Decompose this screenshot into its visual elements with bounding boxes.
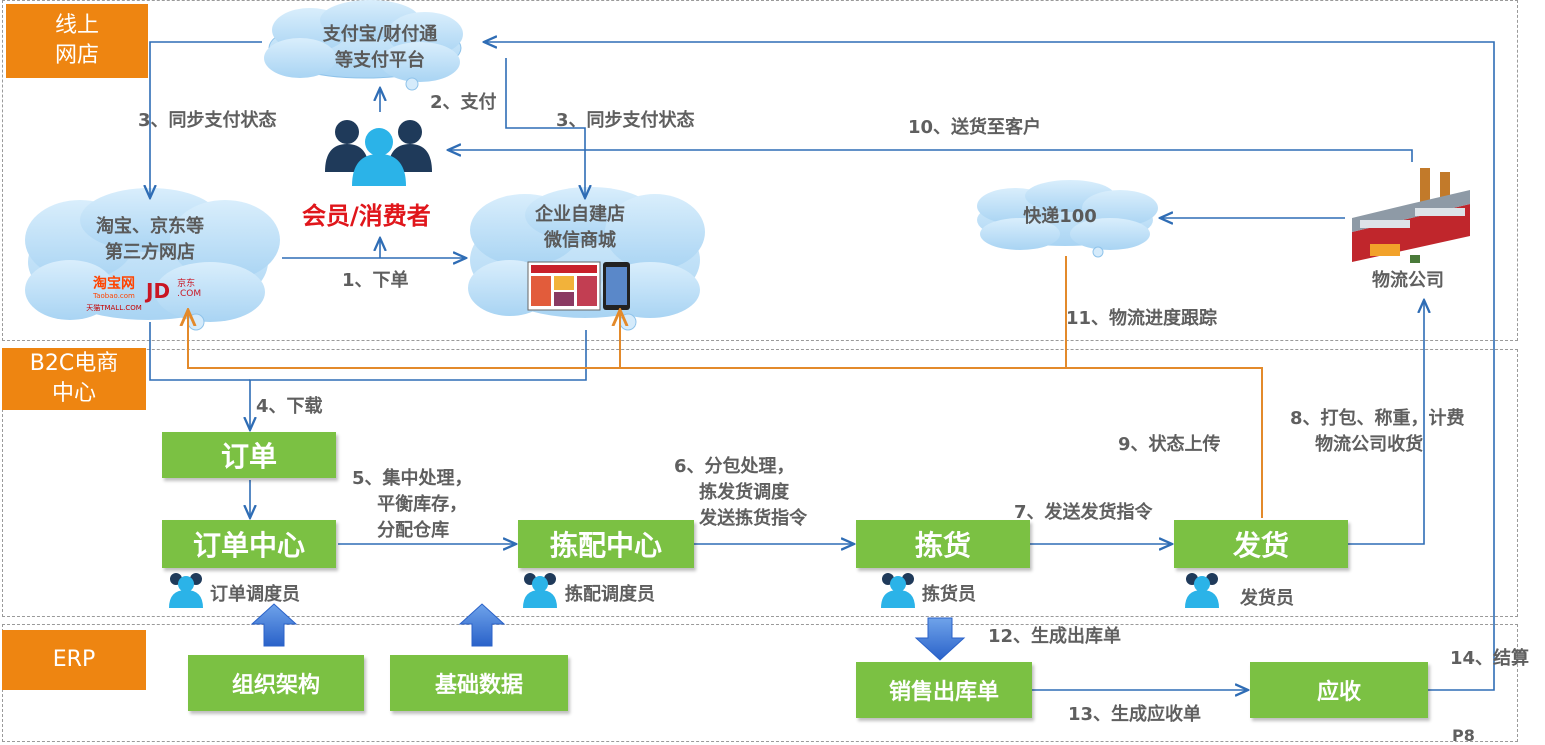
receivable-box: 应收 (1250, 662, 1428, 718)
step-8-label: 8、打包、称重，计费 物流公司收货 (1290, 408, 1465, 455)
third-party-store-cloud (25, 188, 280, 331)
store-screenshot-image (527, 261, 630, 311)
third-party-store-label: 淘宝、京东等 第三方网店 (96, 216, 204, 263)
base-data-box: 基础数据 (390, 655, 568, 711)
order-dispatcher-icon (169, 573, 203, 608)
payment-platform-cloud (264, 0, 463, 91)
step-12-label: 12、生成出库单 (988, 626, 1122, 647)
arrow-download-left (149, 322, 250, 381)
order-dispatcher-label: 订单调度员 (210, 584, 300, 605)
payment-platform-label: 支付宝/财付通 等支付平台 (322, 24, 438, 71)
express-label: 快递100 (1023, 206, 1097, 227)
pick-box: 拣货 (856, 520, 1030, 568)
picking-center-box: 拣配中心 (518, 520, 694, 568)
taobao-logo: 淘宝网 Taobao.com 天猫TMALL.COM (86, 276, 142, 312)
own-store-label: 企业自建店 微信商城 (535, 204, 625, 251)
org-structure-box: 组织架构 (188, 655, 364, 711)
arrow-tracking (620, 256, 1067, 369)
picker-icon (881, 573, 915, 608)
b2c-center-zone (2, 349, 1518, 617)
step-3-right-label: 3、同步支付状态 (556, 110, 695, 131)
step-1-label: 1、下单 (342, 270, 409, 291)
order-center-box: 订单中心 (162, 520, 336, 568)
online-store-zone (2, 0, 1518, 341)
sales-outbound-box: 销售出库单 (856, 662, 1032, 718)
pick-down-arrow-icon (914, 617, 966, 661)
consumer-label: 会员/消费者 (302, 202, 431, 230)
step-9-label: 9、状态上传 (1118, 434, 1221, 455)
step-14-label: 14、结算 (1450, 648, 1530, 669)
step-7-label: 7、发送发货指令 (1014, 502, 1153, 523)
arrow-deliver-customer (448, 150, 1413, 162)
org-up-arrow-icon (250, 603, 298, 647)
shipper-icon (1185, 573, 1219, 608)
express-cloud (977, 180, 1158, 258)
arrow-ship-to-logistics (1348, 300, 1424, 545)
picking-dispatcher-label: 拣配调度员 (565, 584, 655, 605)
shipper-label: 发货员 (1240, 588, 1294, 609)
ship-box: 发货 (1174, 520, 1348, 568)
step-6-label: 6、分包处理， 拣发货调度 发送拣货指令 (674, 456, 808, 529)
step-3-left-label: 3、同步支付状态 (138, 110, 277, 131)
step-10-label: 10、送货至客户 (908, 117, 1042, 138)
arrow-order-place (282, 238, 466, 258)
logistics-factory-icon (1352, 168, 1470, 263)
erp-tag: ERP (2, 630, 146, 690)
picker-label: 拣货员 (922, 584, 976, 605)
online-store-tag: 线上 网店 (6, 4, 148, 78)
b2c-center-tag: B2C电商 中心 (2, 348, 146, 410)
step-4-label: 4、下载 (256, 396, 323, 417)
step-5-label: 5、集中处理， 平衡库存， 分配仓库 (352, 468, 473, 541)
basedata-up-arrow-icon (458, 603, 506, 647)
arrow-pay-sync-left (150, 41, 262, 198)
step-2-label: 2、支付 (430, 92, 497, 113)
arrow-settlement (484, 42, 1495, 691)
picking-dispatcher-icon (523, 573, 557, 608)
arrow-pay-sync-right (505, 58, 585, 198)
page-number: P8 (1452, 726, 1475, 745)
arrow-download-right (250, 330, 587, 430)
jd-logo: JD 京东 .COM (146, 279, 202, 303)
logistics-company-label: 物流公司 (1372, 270, 1444, 291)
consumer-group-icon (325, 120, 432, 186)
step-13-label: 13、生成应收单 (1068, 704, 1202, 725)
step-11-label: 11、物流进度跟踪 (1066, 308, 1218, 329)
order-box: 订单 (162, 432, 336, 478)
